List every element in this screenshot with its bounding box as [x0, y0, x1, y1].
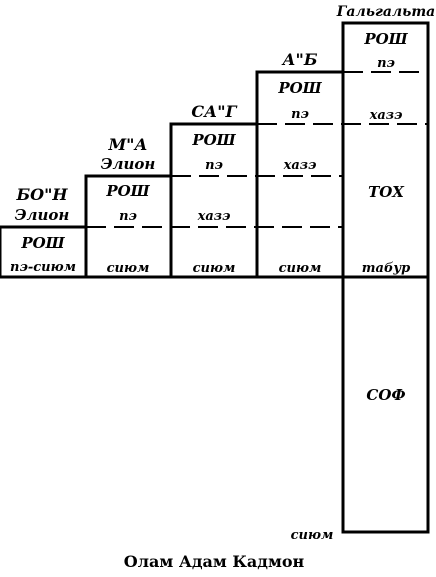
ab-pe-label: пэ [291, 107, 309, 122]
header-bon-subtitle: Элион [15, 206, 70, 224]
galgalta-pe-label: пэ [377, 56, 395, 71]
dashed-lines [86, 71, 428, 228]
header-galgalta-title: Гальгальта [336, 4, 436, 20]
column-sag: РОШ пэ хазэ сиюм [191, 131, 236, 276]
sag-rosh-label: РОШ [191, 131, 236, 149]
galgalta-tabur-label: табур [362, 261, 410, 276]
header-ab-title: А"Б [281, 50, 317, 69]
staircase-outline [0, 21, 430, 534]
galgalta-rosh-label: РОШ [363, 30, 408, 48]
sag-siyum-label: сиюм [193, 261, 236, 276]
ma-siyum-label: сиюм [107, 261, 150, 276]
column-bon: РОШ пэ-сиюм [10, 234, 76, 275]
ab-rosh-label: РОШ [277, 79, 322, 97]
sag-pe-label: пэ [205, 158, 223, 173]
sag-haze-label: хазэ [197, 209, 231, 224]
ab-haze-label: хазэ [283, 158, 317, 173]
step-outlines [0, 21, 430, 534]
column-headers: БО"Н Элион М"А Элион СА"Г А"Б Гальгальта [15, 4, 436, 224]
ab-siyum-label: сиюм [279, 261, 322, 276]
galgalta-toh-label: ТОХ [368, 183, 405, 201]
galgalta-haze-label: хазэ [369, 108, 403, 123]
bon-rosh-label: РОШ [20, 234, 65, 252]
figure-caption: Олам Адам Кадмон [124, 552, 305, 571]
galgalta-siyum-label: сиюм [291, 528, 334, 543]
column-ab: РОШ пэ хазэ сиюм [277, 79, 322, 276]
header-bon-title: БО"Н [15, 185, 68, 204]
ma-pe-label: пэ [119, 209, 137, 224]
galgalta-sof-label: СОФ [366, 386, 405, 404]
header-sag-title: СА"Г [191, 102, 237, 121]
column-ma: РОШ пэ сиюм [105, 182, 150, 276]
column-galgalta: РОШ пэ хазэ ТОХ табур СОФ сиюм [291, 30, 411, 543]
header-ma-subtitle: Элион [101, 155, 156, 173]
ma-rosh-label: РОШ [105, 182, 150, 200]
bon-pe-siyum-label: пэ-сиюм [10, 260, 76, 275]
header-ma-title: М"А [107, 135, 147, 154]
